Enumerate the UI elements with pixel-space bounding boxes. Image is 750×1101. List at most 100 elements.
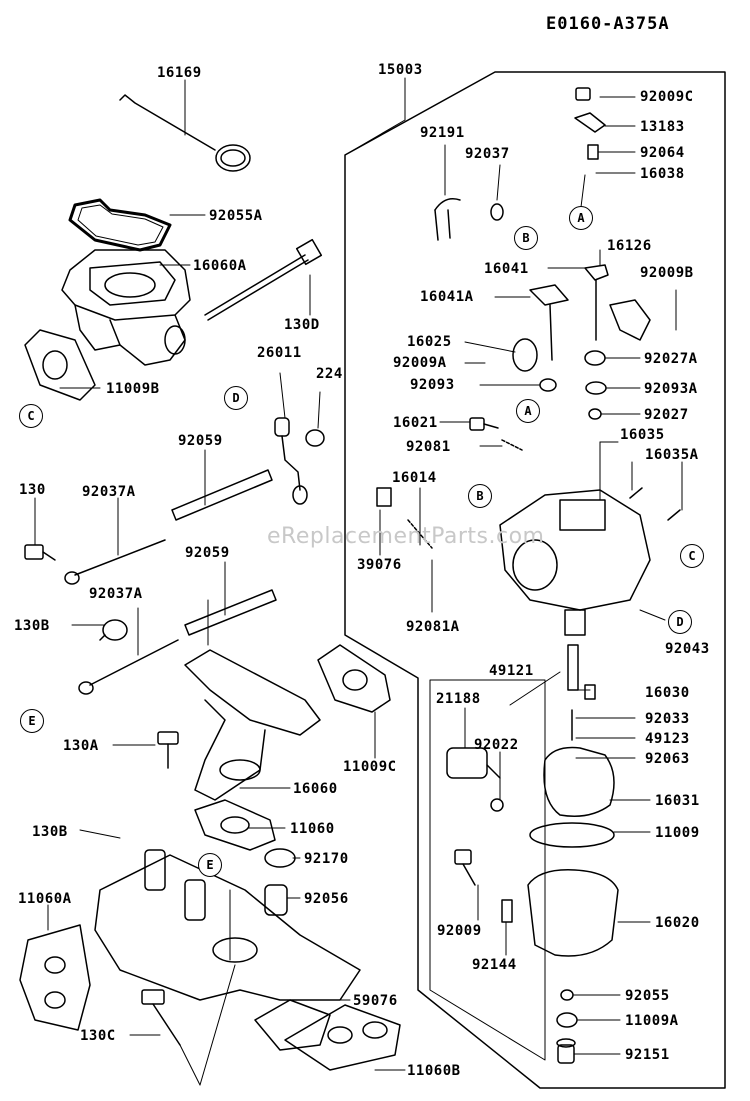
part-label-92055[interactable]: 92055 bbox=[625, 988, 670, 1004]
part-label-21188[interactable]: 21188 bbox=[436, 691, 481, 707]
part-label-59076[interactable]: 59076 bbox=[353, 993, 398, 1009]
ref-circle-b-body: B bbox=[468, 484, 492, 508]
part-label-92022[interactable]: 92022 bbox=[474, 737, 519, 753]
part-16060A-drawing bbox=[61, 249, 191, 366]
part-label-16035A[interactable]: 16035A bbox=[645, 447, 699, 463]
part-92009C-drawing bbox=[575, 87, 591, 101]
part-label-92027A[interactable]: 92027A bbox=[644, 351, 698, 367]
part-label-92033[interactable]: 92033 bbox=[645, 711, 690, 727]
part-label-11060B[interactable]: 11060B bbox=[407, 1063, 461, 1079]
part-label-92064[interactable]: 92064 bbox=[640, 145, 685, 161]
part-13183-drawing bbox=[574, 112, 606, 133]
part-16021-screw-drawing bbox=[469, 417, 499, 431]
ref-circle-b-top: B bbox=[514, 226, 538, 250]
part-92191-drawing bbox=[434, 198, 461, 241]
ref-circle-d-left: D bbox=[224, 386, 248, 410]
part-label-130D[interactable]: 130D bbox=[284, 317, 320, 333]
part-label-11009A[interactable]: 11009A bbox=[625, 1013, 679, 1029]
part-16041A-lever-drawing bbox=[529, 284, 569, 361]
part-label-130[interactable]: 130 bbox=[19, 482, 46, 498]
part-92064-drawing bbox=[587, 144, 599, 160]
part-label-130C[interactable]: 130C bbox=[80, 1028, 116, 1044]
part-label-92037A-lower[interactable]: 92037A bbox=[89, 586, 143, 602]
ref-circle-a-body: A bbox=[516, 399, 540, 423]
part-label-39076[interactable]: 39076 bbox=[357, 557, 402, 573]
part-11060B-drawing bbox=[284, 1004, 401, 1071]
part-label-92059-lower[interactable]: 92059 bbox=[185, 545, 230, 561]
part-16169-drawing bbox=[119, 94, 251, 172]
part-label-49123[interactable]: 49123 bbox=[645, 731, 690, 747]
part-label-16021[interactable]: 16021 bbox=[393, 415, 438, 431]
assembly-boundary-15003 bbox=[344, 71, 726, 1089]
diagram-code: E0160-A375A bbox=[546, 14, 670, 34]
part-224-drawing bbox=[305, 429, 325, 447]
part-16031-float-drawing bbox=[543, 746, 615, 817]
part-label-92063[interactable]: 92063 bbox=[645, 751, 690, 767]
part-label-11009C[interactable]: 11009C bbox=[343, 759, 397, 775]
part-92151-drawing bbox=[556, 1038, 576, 1064]
part-11009A-drawing bbox=[556, 1012, 578, 1028]
part-label-92037A-upper[interactable]: 92037A bbox=[82, 484, 136, 500]
part-label-92059-upper[interactable]: 92059 bbox=[178, 433, 223, 449]
part-130A-drawing bbox=[157, 731, 179, 769]
part-label-13183[interactable]: 13183 bbox=[640, 119, 685, 135]
part-label-11060A[interactable]: 11060A bbox=[18, 891, 72, 907]
part-label-16169[interactable]: 16169 bbox=[157, 65, 202, 81]
part-label-11009B[interactable]: 11009B bbox=[106, 381, 160, 397]
part-92022-drawing bbox=[490, 798, 504, 812]
part-label-16126[interactable]: 16126 bbox=[607, 238, 652, 254]
part-label-92081[interactable]: 92081 bbox=[406, 439, 451, 455]
part-label-92170[interactable]: 92170 bbox=[304, 851, 349, 867]
part-16126-plate-drawing bbox=[609, 299, 651, 341]
part-label-92037[interactable]: 92037 bbox=[465, 146, 510, 162]
part-label-92093[interactable]: 92093 bbox=[410, 377, 455, 393]
part-label-26011[interactable]: 26011 bbox=[257, 345, 302, 361]
part-label-16031[interactable]: 16031 bbox=[655, 793, 700, 809]
part-label-16041[interactable]: 16041 bbox=[484, 261, 529, 277]
part-11009B-drawing bbox=[24, 329, 96, 401]
part-92056-drawing bbox=[264, 884, 288, 916]
part-label-16041A[interactable]: 16041A bbox=[420, 289, 474, 305]
part-label-16020[interactable]: 16020 bbox=[655, 915, 700, 931]
watermark: eReplacementParts.com bbox=[267, 524, 545, 549]
part-label-92151[interactable]: 92151 bbox=[625, 1047, 670, 1063]
part-49121-drawing bbox=[567, 644, 579, 691]
part-label-16030[interactable]: 16030 bbox=[645, 685, 690, 701]
part-label-224[interactable]: 224 bbox=[316, 366, 343, 382]
part-label-130B-lower[interactable]: 130B bbox=[32, 824, 68, 840]
part-label-16060A[interactable]: 16060A bbox=[193, 258, 247, 274]
part-label-92009[interactable]: 92009 bbox=[437, 923, 482, 939]
part-label-15003[interactable]: 15003 bbox=[378, 62, 423, 78]
part-label-11060[interactable]: 11060 bbox=[290, 821, 335, 837]
part-130B-upper-drawing bbox=[99, 619, 128, 641]
part-label-92093A[interactable]: 92093A bbox=[644, 381, 698, 397]
part-label-16035[interactable]: 16035 bbox=[620, 427, 665, 443]
part-label-92043[interactable]: 92043 bbox=[665, 641, 710, 657]
part-label-16038[interactable]: 16038 bbox=[640, 166, 685, 182]
part-label-92055A[interactable]: 92055A bbox=[209, 208, 263, 224]
part-label-92027[interactable]: 92027 bbox=[644, 407, 689, 423]
part-label-92144[interactable]: 92144 bbox=[472, 957, 517, 973]
part-label-130B-upper[interactable]: 130B bbox=[14, 618, 50, 634]
part-92170-drawing bbox=[264, 848, 296, 868]
part-11009-ring-drawing bbox=[529, 822, 615, 848]
part-16030-drawing bbox=[584, 684, 596, 700]
part-label-16060[interactable]: 16060 bbox=[293, 781, 338, 797]
part-label-16025[interactable]: 16025 bbox=[407, 334, 452, 350]
part-92055A-drawing bbox=[68, 198, 172, 252]
ref-circle-c-left: C bbox=[19, 404, 43, 428]
part-label-130A[interactable]: 130A bbox=[63, 738, 99, 754]
part-label-92191[interactable]: 92191 bbox=[420, 125, 465, 141]
part-label-92081A[interactable]: 92081A bbox=[406, 619, 460, 635]
part-label-92056[interactable]: 92056 bbox=[304, 891, 349, 907]
part-label-11009[interactable]: 11009 bbox=[655, 825, 700, 841]
part-label-92009B[interactable]: 92009B bbox=[640, 265, 694, 281]
part-label-49121[interactable]: 49121 bbox=[489, 663, 534, 679]
part-label-92009A[interactable]: 92009A bbox=[393, 355, 447, 371]
part-92055-drawing bbox=[560, 989, 574, 1001]
part-label-92009C[interactable]: 92009C bbox=[640, 89, 694, 105]
part-label-16014[interactable]: 16014 bbox=[392, 470, 437, 486]
part-26011-drawing bbox=[274, 417, 308, 505]
